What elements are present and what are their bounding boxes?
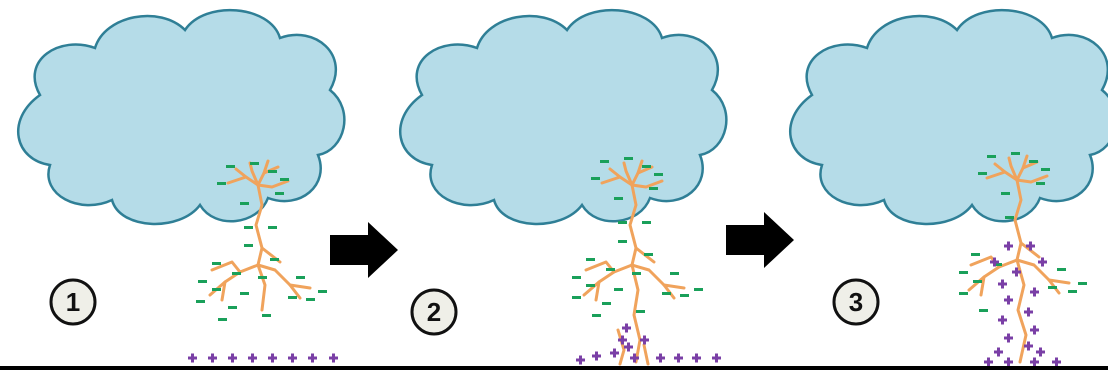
positive-charge-mark [228,353,237,363]
positive-charge-mark [1030,325,1039,335]
positive-charge-mark [1026,241,1035,251]
positive-charge-mark [1024,307,1033,317]
positive-charge-mark [692,353,701,363]
stage-2: 2 [398,8,728,366]
positive-charge-mark [610,348,619,358]
positive-charge-mark [998,315,1007,325]
positive-charge-mark [1030,357,1039,367]
positive-charge-mark [1004,357,1013,367]
positive-charge-mark [994,347,1003,357]
positive-charge-mark [618,335,627,345]
positive-charge-mark [1038,257,1047,267]
positive-charge-mark [1036,347,1045,357]
positive-charge-mark [1030,287,1039,297]
positive-charge-mark [1004,241,1013,251]
positive-charges [576,323,721,365]
stage-number: 2 [427,297,441,327]
positive-charge-mark [208,353,217,363]
positive-charge-mark [288,353,297,363]
positive-charges [984,241,1061,367]
positive-charge-mark [576,355,585,365]
negative-charges [572,157,703,317]
positive-charge-mark [1024,341,1033,351]
positive-charge-mark [674,353,683,363]
positive-charge-mark [984,357,993,367]
positive-charge-mark [1004,333,1013,343]
cloud-icon [788,8,1108,226]
positive-charge-mark [592,351,601,361]
positive-charge-mark [622,323,631,333]
positive-charge-mark [308,353,317,363]
positive-charge-mark [268,353,277,363]
stage-1: 1 [16,8,346,363]
cloud-icon [16,8,346,226]
positive-charge-mark [712,353,721,363]
right-arrow-icon [330,222,398,278]
stage-3: 3 [788,8,1108,367]
negative-charges [959,152,1087,312]
positive-charge-mark [1052,357,1061,367]
stage-number: 1 [66,287,80,317]
right-arrow-icon [726,212,794,268]
positive-charge-mark [329,353,338,363]
positive-charge-mark [630,353,639,363]
positive-charge-mark [188,353,197,363]
stage-badge: 3 [832,278,880,326]
cloud-icon [398,8,728,226]
positive-charge-mark [656,353,665,363]
positive-charge-mark [990,257,999,267]
positive-charges [188,353,338,363]
lightning-icon [582,159,686,366]
positive-charge-mark [248,353,257,363]
positive-charge-mark [640,335,649,345]
stage-badge: 1 [49,278,97,326]
positive-charge-mark [1012,267,1021,277]
lightning-icon [208,159,312,312]
stage-badge: 2 [410,288,458,336]
positive-charge-mark [998,279,1007,289]
positive-charge-mark [1004,295,1013,305]
negative-charges [196,162,327,321]
stage-number: 3 [849,287,863,317]
positive-charge-mark [624,342,633,352]
